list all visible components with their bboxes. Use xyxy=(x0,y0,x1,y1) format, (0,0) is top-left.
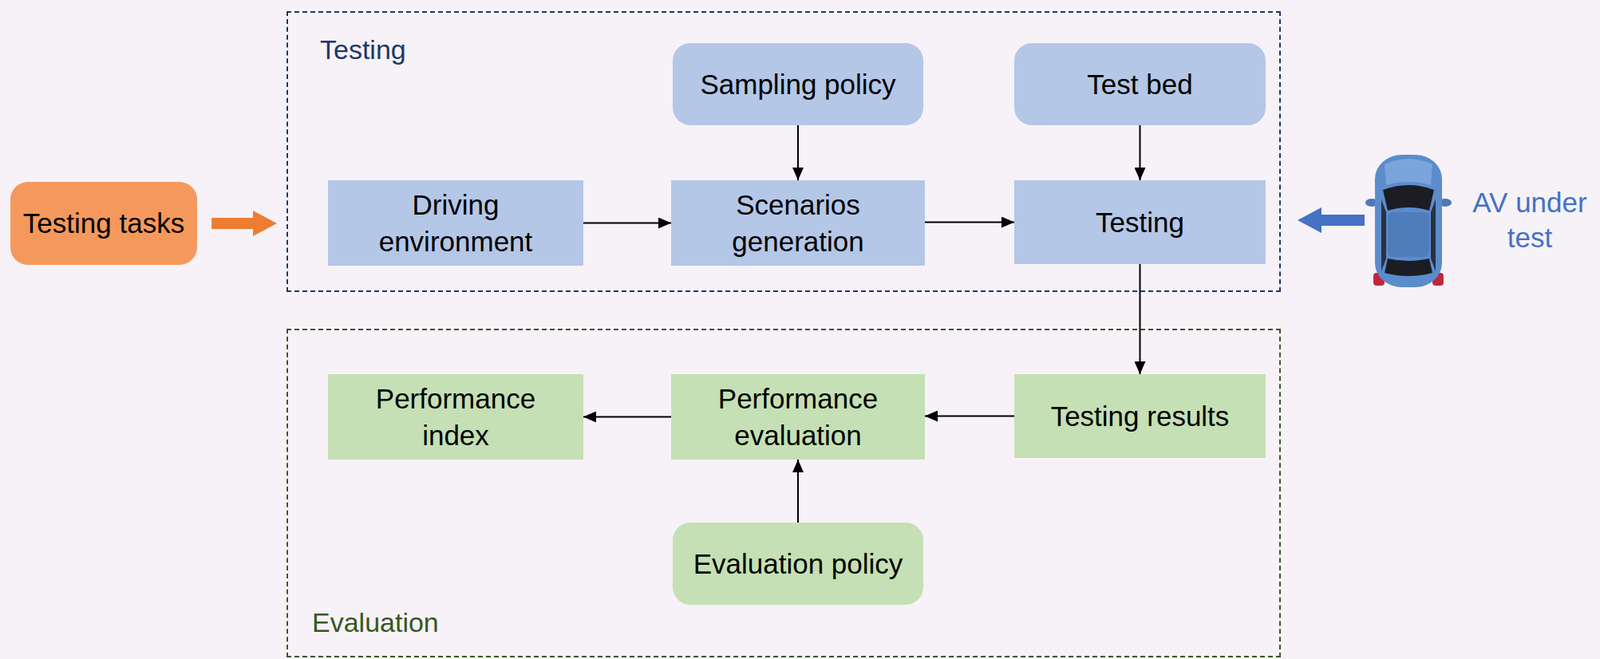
box-label: Sampling policy xyxy=(699,66,896,103)
box-label: Testing results xyxy=(1050,398,1230,435)
process-box: Testing xyxy=(1014,180,1266,265)
box-label: Performance evaluation xyxy=(682,380,914,454)
policy-box: Evaluation policy xyxy=(672,522,924,605)
testing-group: TestingSampling policyTest bedDriving en… xyxy=(286,11,1281,293)
flow-arrow xyxy=(924,415,1015,418)
flow-arrow xyxy=(583,222,672,225)
process-box: Performance evaluation xyxy=(671,374,925,460)
flow-arrow xyxy=(583,416,672,419)
evaluation-group: Evaluation Performance index Performance e… xyxy=(286,328,1281,658)
process-box: Scenarios generation xyxy=(671,180,925,266)
flow-arrow xyxy=(924,221,1015,224)
flow-arrow xyxy=(797,125,799,181)
policy-box: Sampling policy xyxy=(672,43,924,126)
flow-arrow xyxy=(1139,125,1142,181)
testbed-box: Test bed xyxy=(1014,43,1266,126)
vehicle-label: AV under test xyxy=(1463,185,1597,256)
box-label: Testing xyxy=(1095,204,1185,241)
box-label: Evaluation policy xyxy=(693,545,904,583)
box-label: Driving environment xyxy=(339,186,573,260)
car-illustration xyxy=(1365,153,1452,291)
box-label: Scenarios generation xyxy=(682,186,914,260)
input-arrow xyxy=(211,210,277,237)
process-box: Performance index xyxy=(327,374,584,460)
input-arrow xyxy=(1295,205,1368,235)
flow-arrow xyxy=(797,459,799,523)
group-title: Evaluation xyxy=(312,606,439,640)
box-label: Performance index xyxy=(339,380,573,454)
box-label: Test bed xyxy=(1086,66,1193,103)
process-box: Driving environment xyxy=(327,180,584,266)
task-box: Testing tasks xyxy=(10,181,198,265)
box-label: Testing tasks xyxy=(23,205,185,242)
group-title: Testing xyxy=(320,33,407,67)
process-box: Testing results xyxy=(1014,374,1266,459)
flow-arrow xyxy=(1139,264,1142,375)
